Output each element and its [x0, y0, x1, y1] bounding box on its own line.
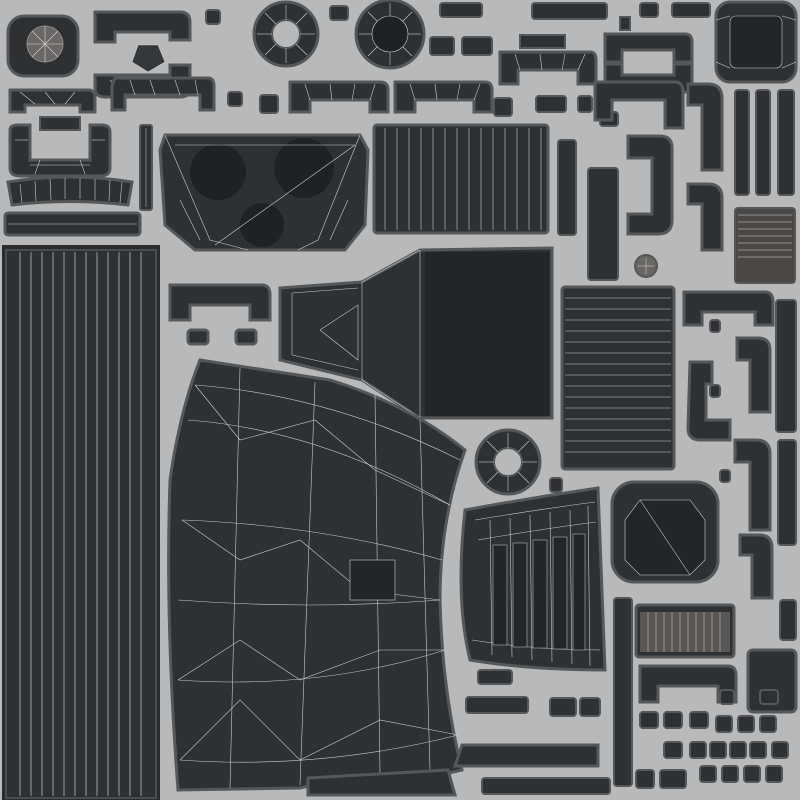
uv-island-cup-tray	[158, 133, 370, 252]
uv-island-funnel	[278, 246, 554, 420]
uv-island-main-curved-panel	[167, 358, 467, 792]
uv-islands-right-brackets	[593, 80, 775, 600]
uv-island-ribbed-block	[634, 207, 796, 284]
uv-island-mid-left-bracket	[168, 283, 272, 346]
uv-island-left-strips	[3, 124, 153, 237]
uv-islands-small-top	[205, 2, 711, 117]
uv-island-octagon-box	[610, 480, 720, 584]
uv-island-grated-panel	[634, 603, 798, 714]
uv-island-top-right-box	[714, 0, 798, 84]
uv-island-ring-1	[252, 0, 320, 68]
uv-island-top-left-cap	[6, 14, 80, 78]
uv-island-handle-row	[288, 80, 494, 114]
uv-island-horizontal-stripes	[560, 285, 676, 471]
uv-island-top-left-handle	[110, 76, 216, 112]
uv-island-vertical-stripes	[372, 123, 550, 235]
uv-island-right-thin-bars	[734, 89, 797, 546]
uv-island-thin-bars-mid	[557, 111, 619, 281]
uv-islands-bottom-row	[306, 319, 797, 797]
uv-island-ring-3	[474, 428, 542, 496]
uv-island-basket	[459, 486, 607, 672]
uv-island-top-left-clamp	[8, 88, 112, 178]
uv-island-left-panel	[2, 245, 160, 800]
uv-island-ring-2	[354, 0, 426, 70]
